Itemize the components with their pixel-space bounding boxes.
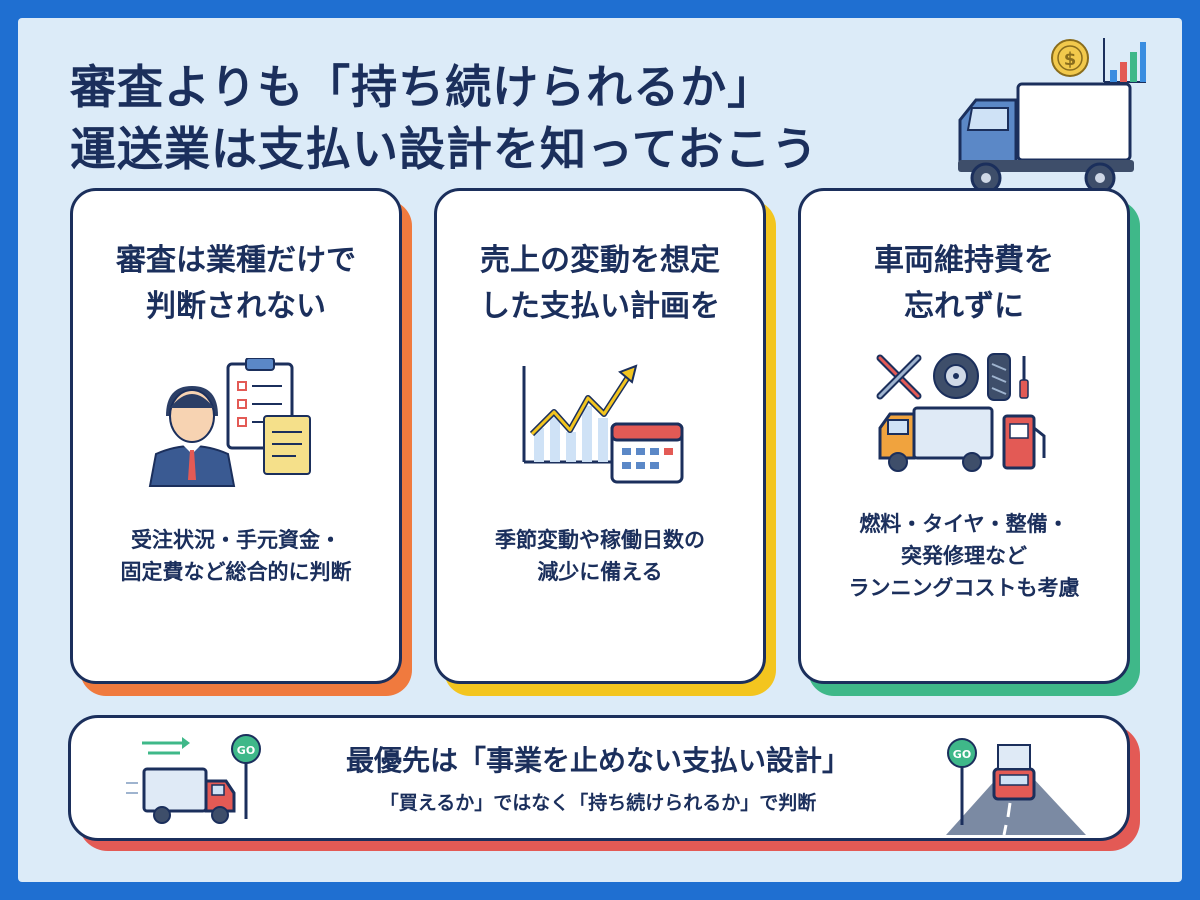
truck-icon xyxy=(878,406,994,472)
businessman-clipboard-icon xyxy=(148,358,311,487)
card-heading: 車両維持費を 忘れずに xyxy=(798,238,1130,330)
card-body: 受注状況・手元資金・ 固定費など総合的に判断 xyxy=(70,524,402,588)
card-screening: 審査は業種だけで 判断されない 受注状況・手元資金・ 固定費など総合的に xyxy=(70,188,412,696)
moving-truck-go-sign-icon: GO xyxy=(126,734,261,824)
card-body-line-1: 受注状況・手元資金・ xyxy=(131,528,341,552)
card-heading-line-1: 審査は業種だけで xyxy=(116,243,356,278)
title-line-1: 審査よりも「持ち続けられるか」 xyxy=(70,60,775,114)
growth-chart-calendar-icon xyxy=(522,364,684,484)
tools-icon xyxy=(876,354,922,400)
card-body-line-2: 固定費など総合的に判断 xyxy=(120,560,352,584)
card-body-line-2: 減少に備える xyxy=(537,560,663,584)
banner-sub-text: 「買えるか」ではなく「持ち続けられるか」で判断 xyxy=(379,792,817,814)
card-payment-plan: 売上の変動を想定 した支払い計画を 季節変動や稼働日数の xyxy=(434,188,776,696)
card-heading-line-2: した支払い計画を xyxy=(480,289,720,324)
fuel-pump-icon xyxy=(1002,414,1046,470)
banner-main-text: 最優先は「事業を止めない支払い設計」 xyxy=(345,744,850,777)
card-vehicle-costs: 車両維持費を 忘れずに xyxy=(798,188,1140,696)
maintenance-tools-truck-icon xyxy=(876,353,1046,472)
infographic-canvas: 審査よりも「持ち続けられるか」 運送業は支払い設計を知っておこう $ 審査は業種… xyxy=(18,18,1182,882)
go-sign-right-label: GO xyxy=(953,748,971,761)
coin-chart-icon: $ xyxy=(1051,38,1146,83)
card-body: 季節変動や稼働日数の 減少に備える xyxy=(434,524,766,588)
road-truck-go-sign-icon: GO xyxy=(946,738,1086,835)
page-title: 審査よりも「持ち続けられるか」 運送業は支払い設計を知っておこう xyxy=(70,56,970,180)
truck-illustration xyxy=(958,82,1134,194)
card-heading-line-1: 売上の変動を想定 xyxy=(480,243,720,278)
card-heading-line-2: 判断されない xyxy=(146,289,326,324)
bottom-banner: GO 最優先は「事業を止めない支払い設計」 「買えるか」ではなく「持ち続けられる… xyxy=(68,715,1140,851)
card-heading: 売上の変動を想定 した支払い計画を xyxy=(434,238,766,330)
tire-icon xyxy=(933,353,979,399)
card-heading-line-1: 車両維持費を xyxy=(874,243,1054,278)
card-body-line-1: 季節変動や稼働日数の xyxy=(495,528,705,552)
coin-symbol: $ xyxy=(1064,49,1077,70)
card-body: 燃料・タイヤ・整備・ 突発修理など ランニングコストも考慮 xyxy=(798,508,1130,604)
card-heading-line-2: 忘れずに xyxy=(904,289,1024,324)
title-line-2: 運送業は支払い設計を知っておこう xyxy=(70,122,819,176)
tread-icon xyxy=(987,353,1011,401)
card-heading: 審査は業種だけで 判断されない xyxy=(70,238,402,330)
screwdriver-icon xyxy=(1019,356,1029,399)
go-sign-left-label: GO xyxy=(237,744,255,757)
card-body-line-3: ランニングコストも考慮 xyxy=(848,576,1080,600)
card-body-line-2: 突発修理など xyxy=(901,544,1027,568)
card-body-line-1: 燃料・タイヤ・整備・ xyxy=(859,512,1069,536)
